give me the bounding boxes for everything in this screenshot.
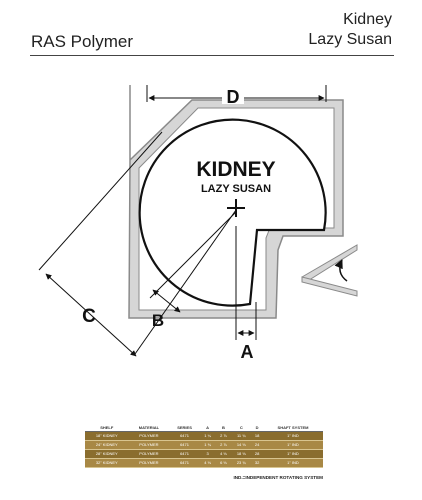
table-cell: 28 <box>251 449 263 459</box>
table-cell: 2 ⅞ <box>215 431 232 441</box>
table-cell: 11 ¾ <box>231 431 252 441</box>
spec-table-header: D <box>251 424 263 432</box>
shelf-title: KIDNEY <box>196 158 275 181</box>
table-cell: 4 ⅛ <box>199 458 216 468</box>
door-swing-arrow <box>334 259 348 282</box>
table-cell: 32" KIDNEY <box>85 458 129 468</box>
spec-table-header: A <box>199 424 216 432</box>
table-cell: 6471 <box>169 440 200 450</box>
table-cell: 18 <box>251 431 263 441</box>
table-row: 32" KIDNEY POLYMER 6471 4 ⅛ 6 ⅛ 23 ¾ 32 … <box>85 458 323 468</box>
table-cell: 1" IND <box>262 440 323 450</box>
spec-table-header: SHAFT SYSTEM <box>262 424 323 432</box>
table-cell: 2 ⅞ <box>215 440 232 450</box>
dim-c-ext-top <box>38 131 163 271</box>
door-panel <box>301 244 358 283</box>
table-cell: 1" IND <box>262 458 323 468</box>
product-title-line1: Kidney <box>343 11 392 28</box>
table-cell: 6 ⅛ <box>215 458 232 468</box>
table-cell: 23 ¾ <box>231 458 252 468</box>
table-cell: 6471 <box>169 458 200 468</box>
spec-table-header: B <box>215 424 232 432</box>
kidney-lazy-susan-diagram: KIDNEY LAZY SUSAN D A B C <box>38 85 358 362</box>
header: RAS Polymer Kidney Lazy Susan <box>0 0 422 60</box>
shelf-radius-line <box>149 211 237 299</box>
dim-c-ext-bottom <box>134 209 237 355</box>
brand-name: RAS Polymer <box>31 32 134 51</box>
product-title-line2: Lazy Susan <box>308 31 392 48</box>
dim-label-d: D <box>227 87 240 107</box>
header-divider <box>30 55 394 56</box>
table-row: 24" KIDNEY POLYMER 6471 1 ¾ 2 ⅞ 14 ⅛ 24 … <box>85 440 323 450</box>
table-cell: 3 <box>199 449 216 459</box>
table-cell: POLYMER <box>128 440 170 450</box>
table-cell: 28" KIDNEY <box>85 449 129 459</box>
door-panel-edge <box>301 276 358 297</box>
spec-table-header: C <box>231 424 252 432</box>
table-row: 18" KIDNEY POLYMER 6471 1 ¼ 2 ⅞ 11 ¾ 18 … <box>85 431 323 441</box>
table-cell: 1" IND <box>262 431 323 441</box>
spec-table-header-row: SHELF MATERIAL SERIES A B C D SHAFT SYST… <box>85 424 323 432</box>
table-cell: 24" KIDNEY <box>85 440 129 450</box>
table-cell: 4 ⅛ <box>215 449 232 459</box>
table-cell: 18" KIDNEY <box>85 431 129 441</box>
table-cell: 32 <box>251 458 263 468</box>
spec-table: SHELF MATERIAL SERIES A B C D SHAFT SYST… <box>85 424 323 468</box>
table-cell: 1 ¾ <box>199 440 216 450</box>
table-cell: POLYMER <box>128 458 170 468</box>
table-cell: 1 ¼ <box>199 431 216 441</box>
table-row: 28" KIDNEY POLYMER 6471 3 4 ⅛ 18 ⅛ 28 1"… <box>85 449 323 459</box>
spec-table-header: SHELF <box>85 424 129 432</box>
spec-table-header: MATERIAL <box>128 424 170 432</box>
table-cell: 6471 <box>169 431 200 441</box>
dim-label-a: A <box>241 342 254 362</box>
spec-table-header: SERIES <box>169 424 200 432</box>
dim-c-line <box>45 273 137 357</box>
dim-label-c: C <box>82 306 96 327</box>
table-cell: POLYMER <box>128 449 170 459</box>
table-footnote: IND.=INDEPENDENT ROTATING SYSTEM <box>233 475 323 480</box>
table-cell: POLYMER <box>128 431 170 441</box>
table-cell: 6471 <box>169 449 200 459</box>
dim-b-line <box>152 289 181 313</box>
product-title: Kidney Lazy Susan <box>308 10 392 50</box>
kidney-shelf <box>138 118 327 307</box>
dim-label-b: B <box>152 311 164 330</box>
shelf-subtitle: LAZY SUSAN <box>201 183 271 195</box>
table-cell: 24 <box>251 440 263 450</box>
table-cell: 18 ⅛ <box>231 449 252 459</box>
table-cell: 14 ⅛ <box>231 440 252 450</box>
table-cell: 1" IND <box>262 449 323 459</box>
